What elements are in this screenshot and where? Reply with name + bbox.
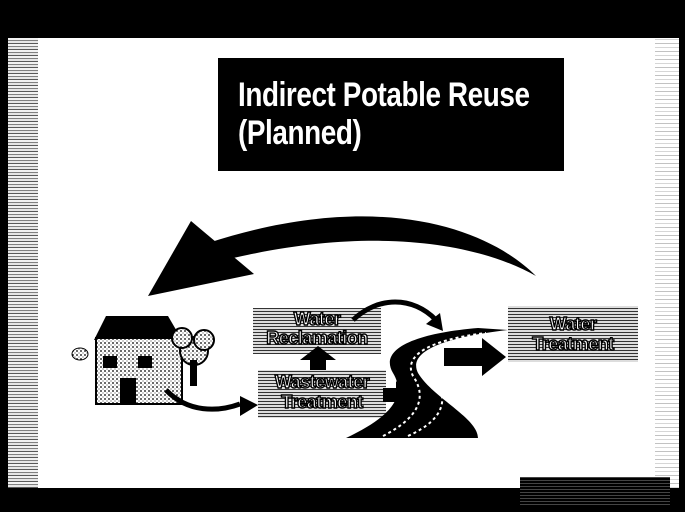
water-treatment-line-2: Treatment [532,333,615,354]
arrow-reclamation-to-river [351,299,443,331]
return-arrow [148,216,536,296]
wastewater-treatment-box [258,370,386,418]
water-treatment-label: Water Treatment [508,313,638,354]
tree-icon [171,327,215,386]
wastewater-treatment-line-1: Wastewater [274,371,370,392]
wastewater-treatment-label: Wastewater Treatment [258,371,386,412]
diagram-graphics [71,216,638,438]
river-icon [346,328,508,438]
scan-noise-left [8,38,38,488]
scan-noise-right [655,38,679,488]
arrow-river-to-water-treatment [444,338,506,376]
scan-artifact-block [520,477,670,507]
wastewater-treatment-line-2: Treatment [281,391,364,412]
title-box: Indirect Potable Reuse (Planned) [218,58,564,171]
title-line-1: Indirect Potable Reuse [238,76,530,114]
water-treatment-box [508,306,638,362]
title-line-2: (Planned) [238,114,362,152]
water-treatment-line-1: Water [549,313,598,334]
arrow-house-to-wastewater [164,388,258,416]
arrow-up [300,346,336,370]
diagram-canvas: Indirect Potable Reuse (Planned) [8,38,679,488]
water-reclamation-line-2: Reclamation [266,328,369,348]
water-reclamation-label: Water Reclamation [253,309,381,348]
water-reclamation-line-1: Water [293,309,342,329]
